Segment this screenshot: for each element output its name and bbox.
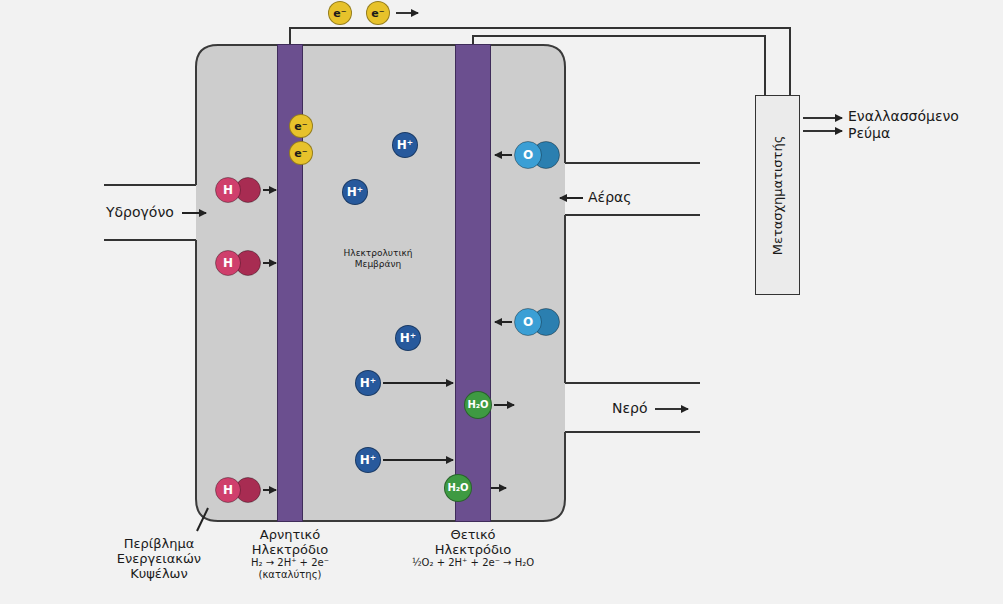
electrode-name: Θετικό Ηλεκτρόδιο [418, 527, 528, 557]
electrode-band: Θετικό Ηλεκτρόδιο½O₂ + 2H⁺ + 2e⁻ → H₂O [455, 44, 491, 522]
water-molecule: H₂O [464, 391, 492, 419]
air-pipe [565, 162, 700, 164]
membrane-label: Ηλεκτρολυτική Μεμβράνη [338, 248, 418, 270]
output-label: Εναλλασσόμενο Ρεύμα [848, 108, 978, 142]
inlet-label: Αέρας [588, 189, 658, 206]
fuel-cell-housing: Περίβλημα Ενεργειακών ΚυψέλωνΑρνητικό Ηλ… [195, 44, 567, 522]
flow-arrow [495, 321, 512, 323]
flow-arrow [560, 197, 583, 199]
molecule-shape [215, 477, 261, 503]
particle-symbol: H₂O [467, 400, 488, 410]
air-pipe [565, 214, 700, 216]
oxygen-molecule: O [514, 308, 560, 336]
proton-particle: H⁺ [392, 132, 418, 158]
electrode-name: Αρνητικό Ηλεκτρόδιο [235, 527, 345, 557]
output-arrow [803, 117, 842, 119]
water-pipe [565, 431, 700, 433]
flow-arrow [263, 262, 276, 264]
molecule-shape [215, 177, 261, 203]
hydrogen-molecule: H [215, 477, 261, 503]
hydrogen-molecule: H [215, 250, 261, 276]
flow-arrow [263, 189, 276, 191]
flow-arrow [182, 212, 206, 214]
electrode-band: Αρνητικό ΗλεκτρόδιοH₂ → 2H⁺ + 2e⁻(καταλύ… [277, 44, 303, 522]
reaction-formula: H₂ → 2H⁺ + 2e⁻ [230, 557, 350, 569]
molecule-shape [514, 141, 560, 169]
particle-symbol: H⁺ [360, 377, 376, 389]
electron-particle: e⁻ [289, 114, 313, 138]
housing-label: Περίβλημα Ενεργειακών Κυψέλων [107, 536, 211, 581]
atom-symbol: H [215, 177, 241, 203]
atom-symbol: H [215, 477, 241, 503]
electron-flow-arrow [396, 12, 418, 14]
electrode-caption: Αρνητικό ΗλεκτρόδιοH₂ → 2H⁺ + 2e⁻(καταλύ… [230, 527, 350, 581]
electrode-caption: Θετικό Ηλεκτρόδιο½O₂ + 2H⁺ + 2e⁻ → H₂O [398, 527, 548, 569]
inverter-box: Μετασχηματιστής [755, 95, 800, 295]
hydrogen-pipe [104, 239, 197, 241]
housing-caption: Περίβλημα Ενεργειακών Κυψέλων [107, 536, 211, 581]
reaction-formula: (καταλύτης) [230, 569, 350, 581]
particle-symbol: e⁻ [294, 148, 307, 159]
output-arrow [803, 130, 842, 132]
particle-symbol: H⁺ [347, 186, 363, 198]
flow-arrow [495, 154, 512, 156]
particle-symbol: H⁺ [400, 332, 416, 344]
proton-particle: H⁺ [355, 370, 381, 396]
particle-symbol: H⁺ [360, 454, 376, 466]
outlet-label: Νερό [612, 400, 672, 417]
proton-particle: H⁺ [395, 325, 421, 351]
electron-particle: e⁻ [366, 1, 390, 25]
oxygen-molecule: O [514, 141, 560, 169]
electron-particle: e⁻ [289, 141, 313, 165]
proton-particle: H⁺ [342, 179, 368, 205]
molecule-shape [514, 308, 560, 336]
hydrogen-pipe [104, 184, 197, 186]
leader-line [197, 508, 208, 531]
molecule-shape [215, 250, 261, 276]
flow-arrow [655, 408, 688, 410]
particle-symbol: H₂O [447, 483, 468, 493]
electron-particle: e⁻ [328, 1, 352, 25]
hydrogen-molecule: H [215, 177, 261, 203]
particle-symbol: H⁺ [397, 139, 413, 151]
particle-symbol: e⁻ [333, 8, 346, 19]
atom-symbol: O [514, 141, 542, 169]
particle-symbol: e⁻ [294, 121, 307, 132]
inverter-label: Μετασχηματιστής [770, 135, 785, 255]
atom-symbol: O [514, 308, 542, 336]
water-molecule: H₂O [444, 474, 472, 502]
reaction-formula: ½O₂ + 2H⁺ + 2e⁻ → H₂O [398, 557, 548, 569]
flow-arrow [494, 404, 514, 406]
inlet-label: Υδρογόνο [106, 204, 180, 221]
housing-outline [195, 44, 567, 522]
atom-symbol: H [215, 250, 241, 276]
proton-particle: H⁺ [355, 447, 381, 473]
particle-symbol: e⁻ [371, 8, 384, 19]
flow-arrow [263, 489, 276, 491]
water-pipe [565, 382, 700, 384]
flow-arrow [383, 459, 453, 461]
flow-arrow [383, 382, 453, 384]
